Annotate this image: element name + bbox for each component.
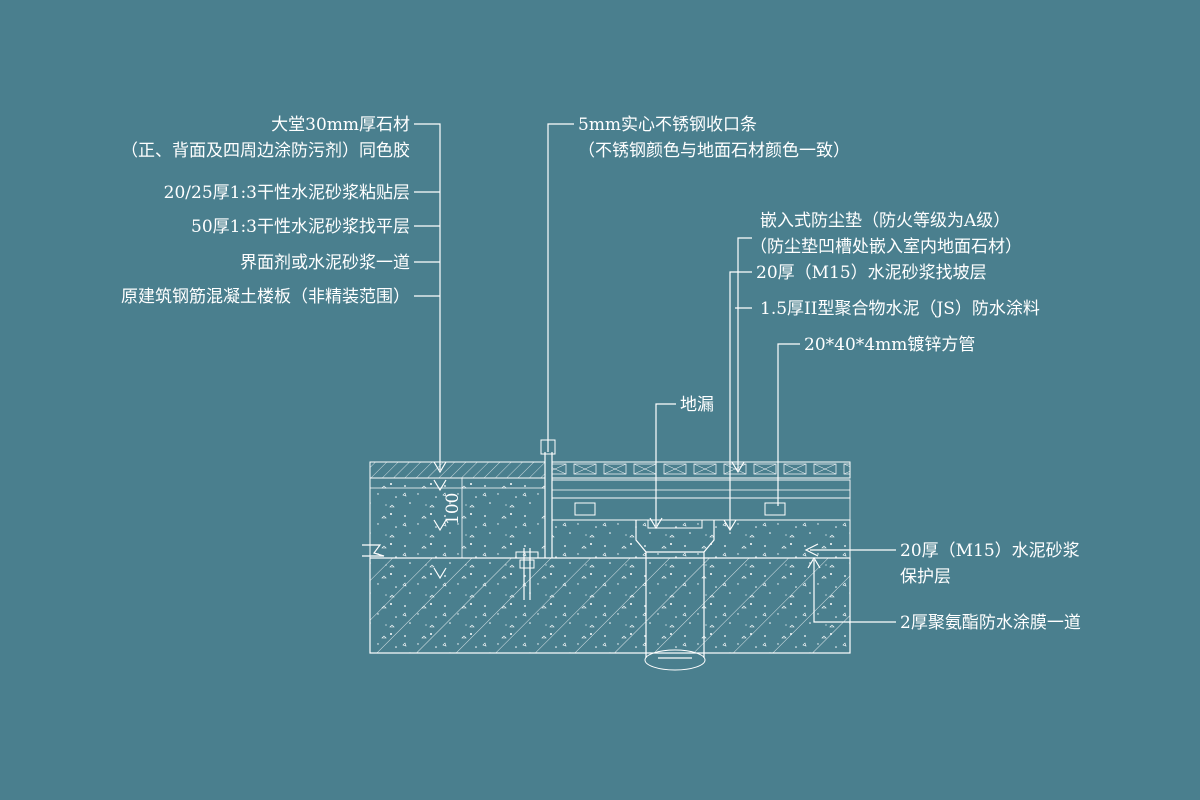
trim-label-group: 5mm实心不锈钢收口条 （不锈钢颜色与地面石材颜色一致） xyxy=(547,115,850,452)
label-steel-tube: 20*40*4mm镀锌方管 xyxy=(804,335,975,355)
left-labels: 大堂30mm厚石材 （正、背面及四周边涂防污剂）同色胶 20/25厚1:3干性水… xyxy=(121,115,410,307)
dimension-label: 100 xyxy=(443,493,463,525)
label-protection-layer-2: 保护层 xyxy=(900,567,951,587)
label-floor-slab: 原建筑钢筋混凝土楼板（非精装范围） xyxy=(121,287,410,307)
label-interface-agent: 界面剂或水泥砂浆一道 xyxy=(240,253,410,273)
label-trim-strip-note: （不锈钢颜色与地面石材颜色一致） xyxy=(578,141,850,161)
label-dust-mat: 嵌入式防尘垫（防火等级为A级） xyxy=(760,211,1010,231)
label-trim-strip: 5mm实心不锈钢收口条 xyxy=(578,115,757,135)
label-stone-note: （正、背面及四周边涂防污剂）同色胶 xyxy=(121,141,410,161)
section-body: 100 xyxy=(362,439,851,671)
label-leveling-layer: 50厚1:3干性水泥砂浆找平层 xyxy=(191,217,410,237)
right-labels: 嵌入式防尘垫（防火等级为A级） （防尘垫凹槽处嵌入室内地面石材） 20厚（M15… xyxy=(750,211,1040,355)
label-js-waterproof: 1.5厚II型聚合物水泥（JS）防水涂料 xyxy=(760,299,1040,319)
label-stone: 大堂30mm厚石材 xyxy=(271,115,410,135)
label-protection-layer: 20厚（M15）水泥砂浆 xyxy=(900,541,1080,561)
label-floor-drain: 地漏 xyxy=(680,395,714,415)
label-bonding-layer: 20/25厚1:3干性水泥砂浆粘贴层 xyxy=(164,183,410,203)
label-dust-mat-note: （防尘垫凹槽处嵌入室内地面石材） xyxy=(750,237,1022,257)
label-pu-membrane: 2厚聚氨酯防水涂膜一道 xyxy=(900,613,1081,633)
label-slope-layer: 20厚（M15）水泥砂浆找坡层 xyxy=(756,263,987,283)
